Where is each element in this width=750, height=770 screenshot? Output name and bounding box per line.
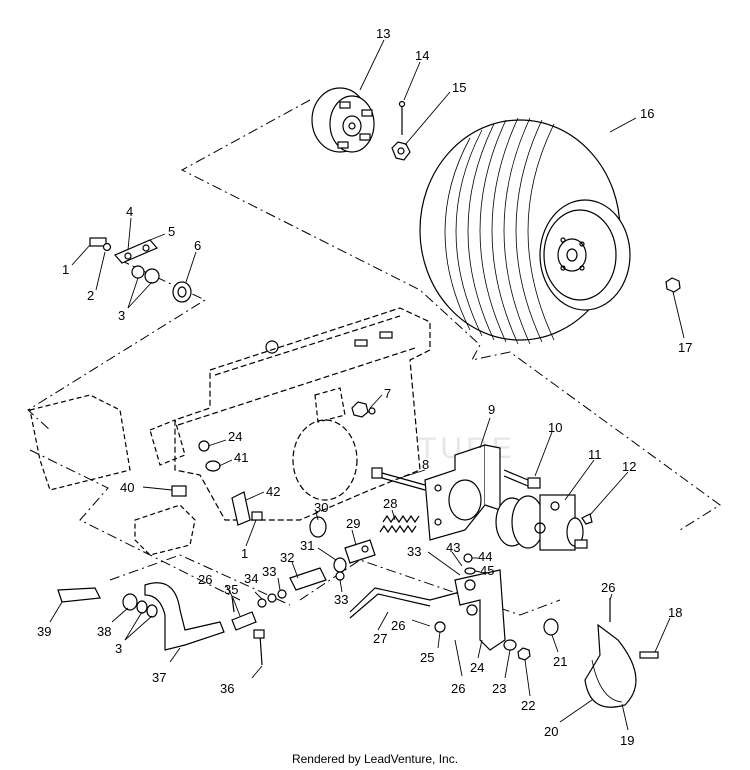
callout-43: 43	[446, 540, 460, 555]
callout-20: 20	[544, 724, 558, 739]
callout-30: 30	[314, 500, 328, 515]
callout-14: 14	[415, 48, 429, 63]
callout-10: 10	[548, 420, 562, 435]
callout-36: 36	[220, 681, 234, 696]
wheel-hub-13	[311, 87, 375, 153]
brake-band-18-20	[584, 598, 659, 708]
callout-17: 17	[678, 340, 692, 355]
bushing-30-29	[309, 516, 376, 564]
callout-3a: 3	[118, 308, 125, 323]
callout-26a: 26	[198, 572, 212, 587]
callout-13: 13	[376, 26, 390, 41]
pivot-assembly	[434, 569, 559, 661]
callout-33b: 33	[334, 592, 348, 607]
tire-16	[419, 117, 631, 345]
callout-12: 12	[622, 459, 636, 474]
pedal-pad-39	[57, 587, 101, 603]
callout-18: 18	[668, 605, 682, 620]
assembly-boundary-lines	[27, 99, 721, 616]
callout-40: 40	[120, 480, 134, 495]
callout-4: 4	[126, 204, 133, 219]
callout-42: 42	[266, 484, 280, 499]
bracket-40-42	[171, 485, 263, 526]
callout-26b: 26	[601, 580, 615, 595]
callout-2: 2	[87, 288, 94, 303]
callout-38: 38	[97, 624, 111, 639]
callout-9: 9	[488, 402, 495, 417]
upper-left-hardware	[89, 237, 192, 303]
callout-16: 16	[640, 106, 654, 121]
callout-29: 29	[346, 516, 360, 531]
callout-35: 35	[224, 582, 238, 597]
callout-28: 28	[383, 496, 397, 511]
bolt-24-41	[198, 440, 221, 472]
callout-33c: 33	[262, 564, 276, 579]
callout-45: 45	[480, 563, 494, 578]
callout-24b: 24	[470, 660, 484, 675]
callout-1a: 1	[62, 262, 69, 277]
callout-27: 27	[373, 631, 387, 646]
callout-39: 39	[37, 624, 51, 639]
callout-21: 21	[553, 654, 567, 669]
cotter-pin-14	[398, 100, 406, 135]
callout-31: 31	[300, 538, 314, 553]
callout-11: 11	[588, 447, 602, 462]
callout-33a: 33	[407, 544, 421, 559]
callout-labels: 13 14 15 16 4 5 1 2 6 3 17 7 9 10 11 12 …	[37, 26, 692, 748]
callout-44: 44	[478, 549, 492, 564]
hydraulic-motor-11	[495, 494, 588, 551]
pin-34-36	[231, 589, 287, 666]
callout-25: 25	[420, 650, 434, 665]
bolt-10	[503, 469, 541, 489]
frame-assembly	[29, 307, 431, 556]
callout-24a: 24	[228, 429, 242, 444]
callout-34: 34	[244, 571, 258, 586]
washers-38-3	[122, 593, 158, 618]
bolt-8	[371, 467, 426, 491]
rod-27	[349, 587, 461, 619]
hardware-33-45	[335, 553, 476, 581]
castle-nut-15	[391, 141, 411, 161]
callout-6: 6	[194, 238, 201, 253]
callout-8: 8	[422, 457, 429, 472]
callout-3b: 3	[115, 641, 122, 656]
callout-1b: 1	[241, 546, 248, 561]
sleeve-31-32	[289, 557, 347, 591]
callout-19: 19	[620, 733, 634, 748]
callout-22: 22	[521, 698, 535, 713]
spring-28	[379, 514, 420, 534]
callout-7: 7	[384, 386, 391, 401]
footer-credit: Rendered by LeadVenture, Inc.	[291, 752, 459, 766]
motor-bracket-9	[424, 444, 501, 541]
lug-nut-17	[665, 277, 681, 293]
callout-23: 23	[492, 681, 506, 696]
callout-26d: 26	[451, 681, 465, 696]
callout-32: 32	[280, 550, 294, 565]
key-12	[581, 513, 593, 525]
pedal-arm-37	[144, 582, 225, 651]
callout-37: 37	[152, 670, 166, 685]
nut-7	[351, 401, 376, 418]
callout-5: 5	[168, 224, 175, 239]
callout-26c: 26	[391, 618, 405, 633]
callout-41: 41	[234, 450, 248, 465]
callout-15: 15	[452, 80, 466, 95]
